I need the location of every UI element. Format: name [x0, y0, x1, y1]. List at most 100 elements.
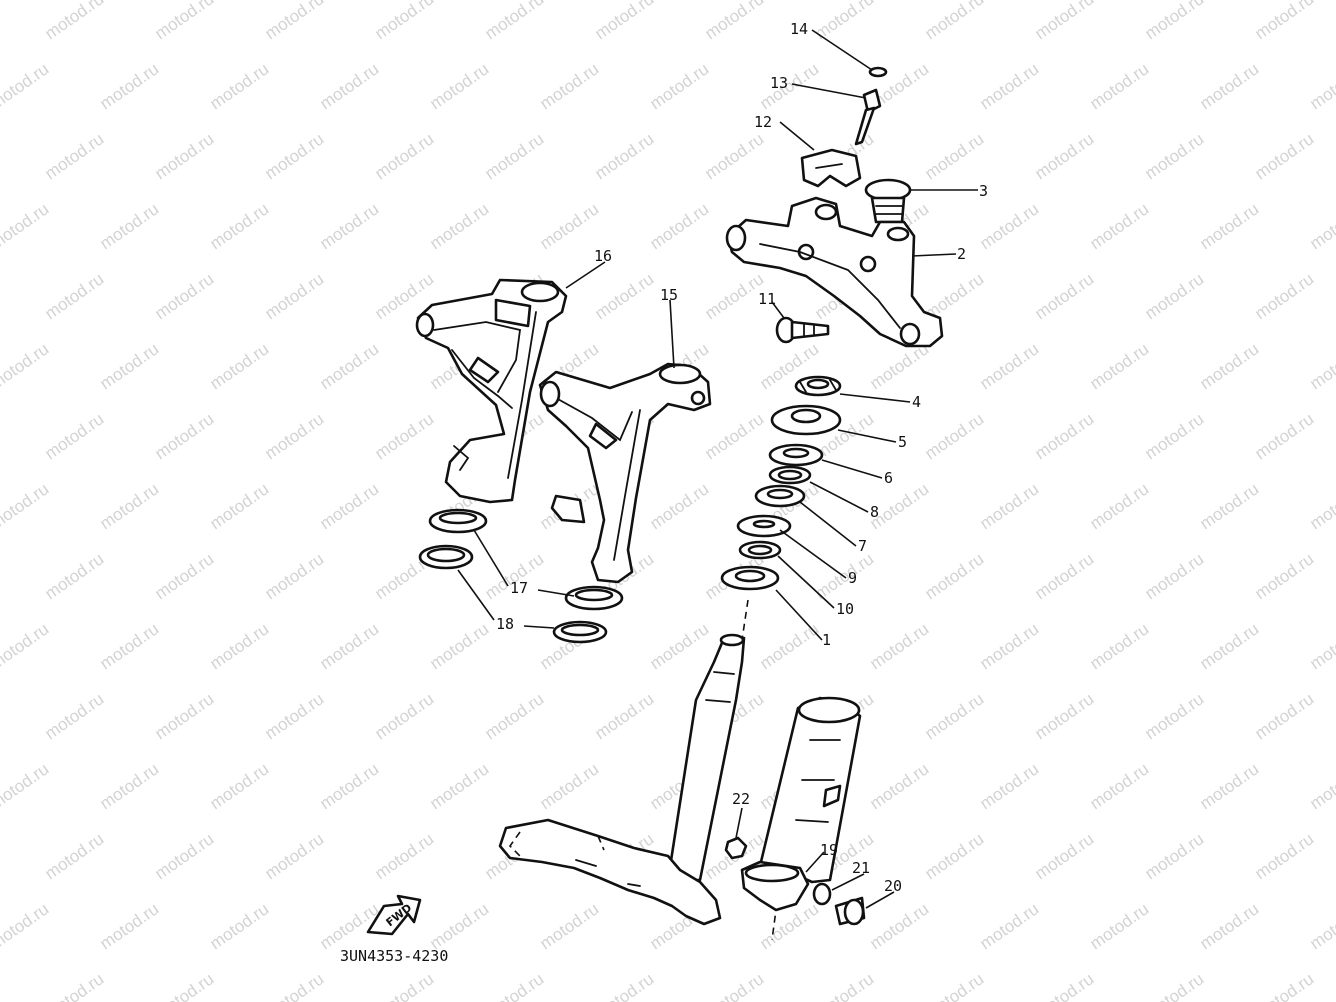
watermark-text: motod.ru: [1196, 899, 1262, 953]
watermark-text: motod.ru: [646, 199, 712, 253]
watermark-text: motod.ru: [316, 479, 382, 533]
watermark-text: motod.ru: [701, 969, 767, 1002]
watermark-text: motod.ru: [151, 409, 217, 463]
watermark-text: motod.ru: [921, 829, 987, 883]
watermark-text: motod.ru: [1031, 269, 1097, 323]
watermark-text: motod.ru: [1141, 829, 1207, 883]
watermark-text: motod.ru: [371, 0, 437, 43]
callout-9-label: 9: [848, 569, 857, 587]
callout-3-label: 3: [979, 182, 988, 200]
watermark-text: motod.ru: [481, 129, 547, 183]
watermark-text: motod.ru: [261, 129, 327, 183]
watermark-text: motod.ru: [371, 969, 437, 1002]
watermark-text: motod.ru: [1141, 0, 1207, 43]
leader-lines: [457, 29, 978, 909]
watermark-text: motod.ru: [1251, 129, 1317, 183]
watermark-text: motod.ru: [1141, 549, 1207, 603]
watermark-text: motod.ru: [591, 269, 657, 323]
watermark-text: motod.ru: [1031, 689, 1097, 743]
watermark-text: motod.ru: [96, 619, 162, 673]
part-17-right-cover: [564, 585, 624, 611]
watermark-text: motod.ru: [536, 199, 602, 253]
part-9-ball-bearing-lower: [738, 540, 782, 560]
watermark-text: motod.ru: [0, 479, 52, 533]
watermark-text: motod.ru: [1196, 59, 1262, 113]
watermark-text: motod.ru: [536, 59, 602, 113]
watermark-text: motod.ru: [1251, 409, 1317, 463]
watermark-text: motod.ru: [921, 969, 987, 1002]
watermark-text: motod.ru: [481, 0, 547, 43]
watermark-text: motod.ru: [261, 549, 327, 603]
watermark-text: motod.ru: [206, 59, 272, 113]
watermark-text: motod.ru: [1031, 969, 1097, 1002]
watermark-text: motod.ru: [41, 969, 107, 1002]
part-10-bearing-race: [720, 565, 780, 591]
part-5-rubber-washer: [770, 404, 842, 436]
watermark-text: motod.ru: [646, 59, 712, 113]
watermark-text: motod.ru: [1086, 199, 1152, 253]
watermark-text: motod.ru: [316, 339, 382, 393]
watermark-text: motod.ru: [976, 479, 1042, 533]
watermark-text: motod.ru: [1196, 479, 1262, 533]
part-3-stem-bolt: [864, 178, 912, 224]
callout-15-label: 15: [660, 286, 678, 304]
watermark-text: motod.ru: [1086, 899, 1152, 953]
watermark-text: motod.ru: [1306, 199, 1336, 253]
watermark-text: motod.ru: [1306, 479, 1336, 533]
watermark-text: motod.ru: [261, 269, 327, 323]
watermark-text: motod.ru: [0, 619, 52, 673]
watermark-text: motod.ru: [426, 199, 492, 253]
callout-10-label: 10: [836, 600, 854, 618]
callout-1-label: 1: [822, 631, 831, 649]
watermark-text: motod.ru: [1306, 59, 1336, 113]
watermark-text: motod.ru: [41, 689, 107, 743]
watermark-text: motod.ru: [756, 619, 822, 673]
watermark-text: motod.ru: [151, 829, 217, 883]
watermark-text: motod.ru: [591, 969, 657, 1002]
watermark-text: motod.ru: [921, 129, 987, 183]
part-22-nut: [724, 836, 748, 860]
part-4-ring-nut: [794, 375, 842, 397]
callout-21-label: 21: [852, 859, 870, 877]
part-20-bolt: [834, 896, 866, 926]
watermark-text: motod.ru: [41, 0, 107, 43]
callout-11-label: 11: [758, 290, 776, 308]
watermark-text: motod.ru: [0, 199, 52, 253]
watermark-text: motod.ru: [481, 689, 547, 743]
watermark-text: motod.ru: [591, 0, 657, 43]
watermark-text: motod.ru: [976, 619, 1042, 673]
part-18-left-race: [418, 544, 474, 570]
watermark-text: motod.ru: [976, 759, 1042, 813]
watermark-text: motod.ru: [371, 409, 437, 463]
watermark-text: motod.ru: [371, 689, 437, 743]
watermark-text: motod.ru: [0, 899, 52, 953]
watermark-text: motod.ru: [646, 619, 712, 673]
watermark-text: motod.ru: [206, 339, 272, 393]
callout-7-label: 7: [858, 537, 867, 555]
watermark-text: motod.ru: [701, 129, 767, 183]
part-16-headlight-stay-left: [415, 278, 568, 504]
callout-20-label: 20: [884, 877, 902, 895]
watermark-text: motod.ru: [261, 0, 327, 43]
watermark-text: motod.ru: [1251, 549, 1317, 603]
watermark-text: motod.ru: [536, 899, 602, 953]
part-11-pinch-bolt: [775, 316, 830, 344]
under-bracket-steering-stem: [498, 633, 746, 926]
watermark-text: motod.ru: [1196, 199, 1262, 253]
watermark-text: motod.ru: [1031, 0, 1097, 43]
watermark-text: motod.ru: [96, 759, 162, 813]
watermark-text: motod.ru: [481, 969, 547, 1002]
callout-5-label: 5: [898, 433, 907, 451]
watermark-text: motod.ru: [1251, 969, 1317, 1002]
watermark-text: motod.ru: [976, 339, 1042, 393]
watermark-text: motod.ru: [96, 199, 162, 253]
watermark-text: motod.ru: [96, 339, 162, 393]
diagram-code: 3UN4353-4230: [340, 947, 448, 965]
watermark-text: motod.ru: [1086, 619, 1152, 673]
watermark-text: motod.ru: [371, 829, 437, 883]
watermark-text: motod.ru: [1086, 59, 1152, 113]
part-17-left-cover: [428, 508, 488, 534]
part-8-ball-bearing-upper: [768, 465, 812, 485]
